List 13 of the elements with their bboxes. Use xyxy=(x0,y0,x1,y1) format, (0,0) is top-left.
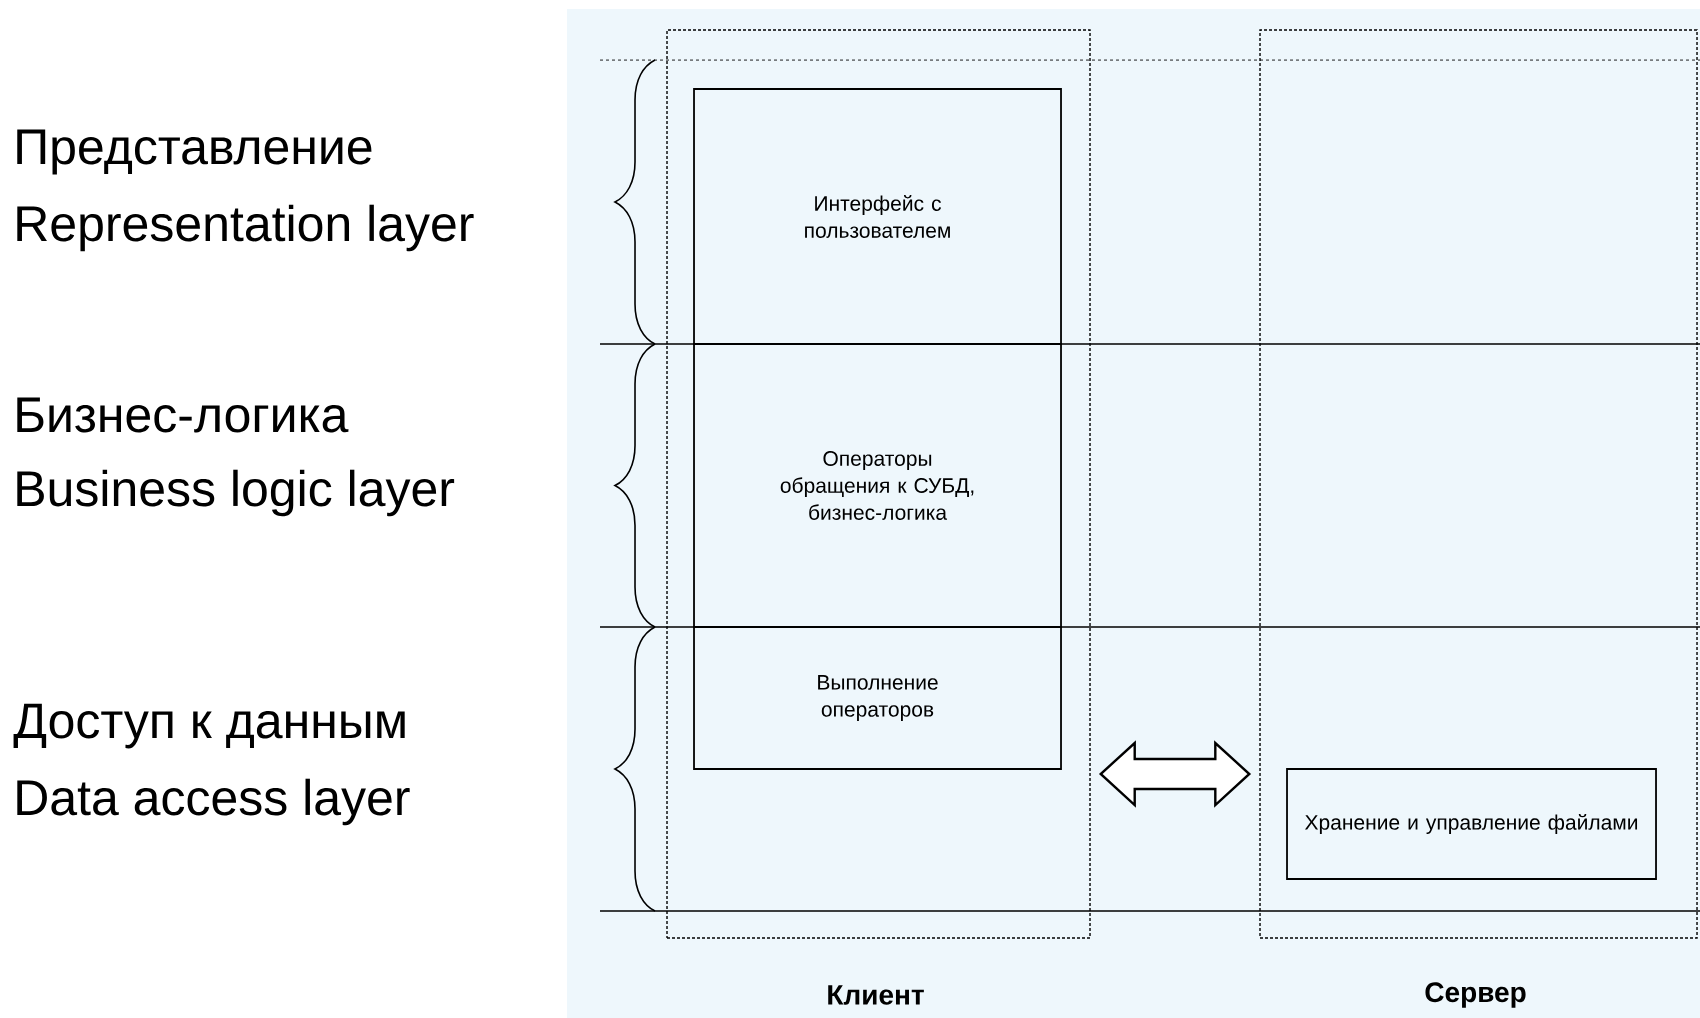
process-box: Выполнение операторов xyxy=(693,626,1062,770)
double-arrow xyxy=(1098,740,1252,808)
layer-label: Data access layer xyxy=(17,778,410,826)
layer-label: Представление xyxy=(17,129,372,175)
region-label: Клиент xyxy=(828,985,924,1005)
process-box: Хранение и управление файлами xyxy=(1286,768,1657,880)
region-label: Сервер xyxy=(1425,982,1526,1008)
layer-label: Доступ к данным xyxy=(13,703,405,749)
layer-label: Representation layer xyxy=(17,204,474,252)
process-box: Операторы обращения к СУБД, бизнес-логика xyxy=(693,343,1062,628)
process-box: Интерфейс с пользователем xyxy=(693,88,1062,345)
layer-label: Бизнес-логика xyxy=(17,397,349,433)
layer-label: Business logic layer xyxy=(17,469,455,517)
